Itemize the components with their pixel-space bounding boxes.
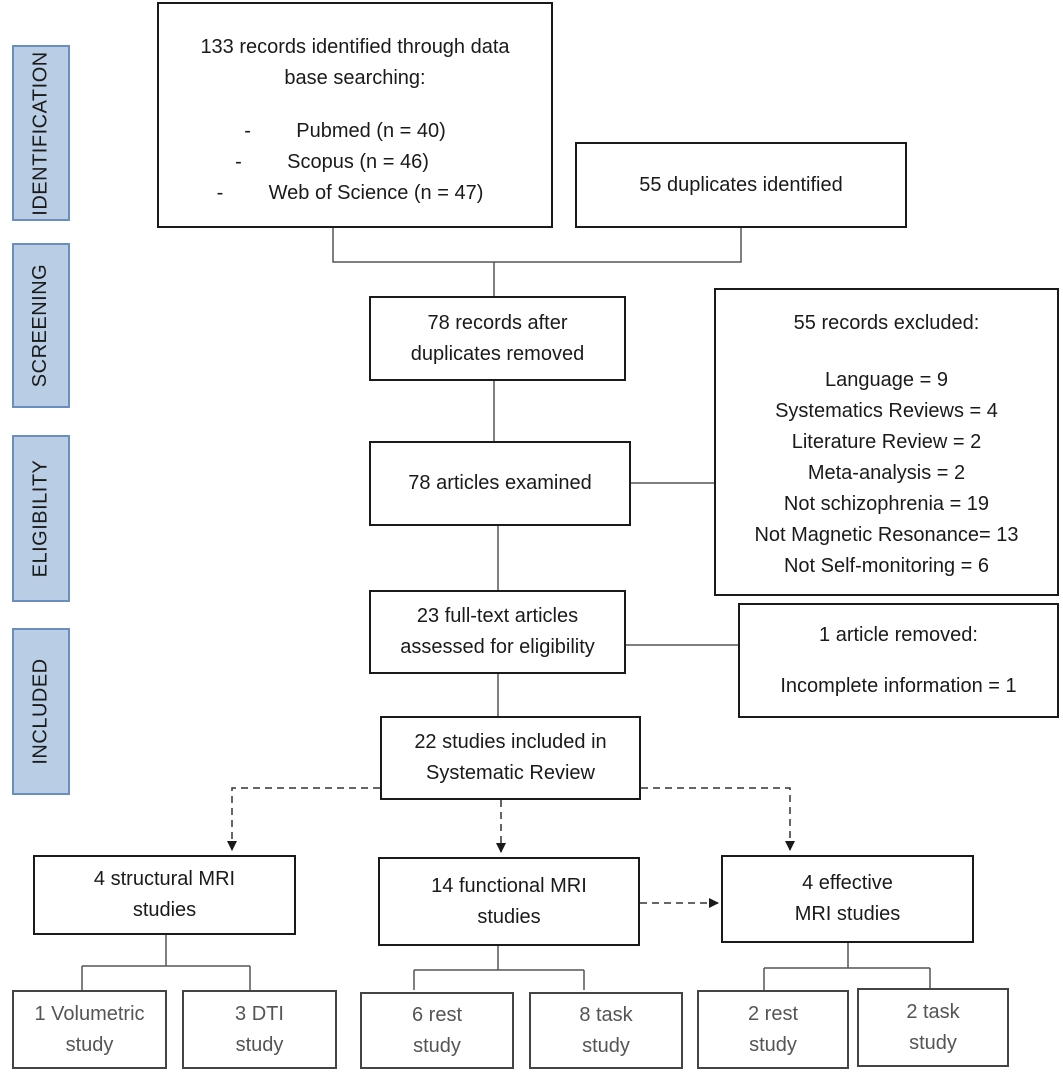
duplicates-box: 55 duplicates identified <box>575 142 907 228</box>
effective-task-study-text: 2 task <box>906 1000 960 1023</box>
dti-study-box: 3 DTI study <box>182 990 337 1069</box>
exclusion-reason: Not Self-monitoring = 6 <box>783 555 990 577</box>
connector-effective-branch <box>763 943 931 990</box>
excluded-box: 55 records excluded: Language = 9 System… <box>714 288 1059 596</box>
effective-mri-text: MRI studies <box>794 903 901 925</box>
functional-task-study-text: 8 task <box>579 1003 633 1026</box>
structural-mri-box: 4 structural MRI studies <box>33 855 296 935</box>
effective-rest-study-box: 2 rest study <box>697 990 849 1069</box>
phase-label: INCLUDED <box>29 658 52 765</box>
source-item: - Scopus (n = 46) <box>235 147 429 178</box>
after-duplicates-text: 78 records after <box>427 311 568 334</box>
connector-structural-branch <box>81 935 251 990</box>
phase-eligibility: ELIGIBILITY <box>12 435 70 602</box>
structural-mri-text: 4 structural MRI <box>93 868 236 890</box>
source-item: - Web of Science (n = 47) <box>217 178 484 209</box>
after-duplicates-box: 78 records after duplicates removed <box>369 296 626 381</box>
records-identified-text: 133 records identified through data <box>200 36 510 58</box>
articles-examined-text: 78 articles examined <box>408 472 592 494</box>
functional-mri-text: 14 functional MRI <box>431 874 587 897</box>
excluded-title: 55 records excluded: <box>793 312 980 334</box>
connector-functional-branch <box>413 946 585 990</box>
functional-mri-box: 14 functional MRI studies <box>378 857 640 946</box>
functional-task-study-box: 8 task study <box>529 992 683 1069</box>
structural-mri-text: studies <box>132 899 197 921</box>
exclusion-reason: Literature Review = 2 <box>791 431 982 453</box>
functional-mri-text: studies <box>477 905 541 928</box>
source-text: Pubmed (n = 40) <box>296 120 446 142</box>
volumetric-study-box: 1 Volumetric study <box>12 990 167 1069</box>
phase-label: SCREENING <box>29 263 52 388</box>
records-identified-text: base searching: <box>284 67 426 89</box>
removed-box: 1 article removed: Incomplete informatio… <box>738 603 1059 718</box>
effective-rest-study-text: study <box>749 1033 797 1056</box>
effective-mri-text: 4 effective <box>802 872 893 894</box>
volumetric-study-text: 1 Volumetric <box>34 1002 145 1025</box>
exclusion-reason: Meta-analysis = 2 <box>807 462 966 484</box>
fulltext-text: 23 full-text articles <box>416 605 579 627</box>
functional-rest-study-text: 6 rest <box>411 1003 463 1026</box>
phase-label: ELIGIBILITY <box>29 459 52 578</box>
source-text: Scopus (n = 46) <box>287 151 429 173</box>
effective-task-study-box: 2 task study <box>857 988 1009 1067</box>
functional-rest-study-text: study <box>413 1034 461 1057</box>
fulltext-text: assessed for eligibility <box>400 636 595 658</box>
source-item: - Pubmed (n = 40) <box>244 116 446 147</box>
phase-label: IDENTIFICATION <box>29 50 52 216</box>
included-text: Systematic Review <box>426 762 595 784</box>
after-duplicates-text: duplicates removed <box>410 342 585 365</box>
included-text: 22 studies included in <box>414 731 607 753</box>
exclusion-reason: Not schizophrenia = 19 <box>783 493 990 515</box>
effective-task-study-text: study <box>909 1031 957 1054</box>
included-box: 22 studies included in Systematic Review <box>380 716 641 800</box>
source-text: Web of Science (n = 47) <box>268 182 484 204</box>
duplicates-text: 55 duplicates identified <box>639 173 843 196</box>
effective-mri-box: 4 effective MRI studies <box>721 855 974 943</box>
articles-examined-box: 78 articles examined <box>369 441 631 526</box>
effective-rest-study-text: 2 rest <box>747 1002 799 1025</box>
dti-study-text: study <box>235 1033 284 1056</box>
fulltext-box: 23 full-text articles assessed for eligi… <box>369 590 626 674</box>
exclusion-reason: Systematics Reviews = 4 <box>775 400 998 422</box>
dti-study-text: 3 DTI <box>235 1002 284 1025</box>
functional-rest-study-box: 6 rest study <box>360 992 514 1069</box>
dashed-arrow-to-structural <box>227 787 380 851</box>
exclusion-reason: Language = 9 <box>825 369 948 391</box>
phase-screening: SCREENING <box>12 243 70 408</box>
phase-included: INCLUDED <box>12 628 70 795</box>
records-identified-box: 133 records identified through data base… <box>157 2 553 228</box>
dashed-arrow-to-effective <box>641 787 795 851</box>
phase-identification: IDENTIFICATION <box>12 45 70 221</box>
functional-task-study-text: study <box>582 1034 630 1057</box>
exclusion-reason: Not Magnetic Resonance= 13 <box>754 524 1019 546</box>
volumetric-study-text: study <box>65 1033 114 1056</box>
removed-title: 1 article removed: <box>819 623 978 646</box>
connector-identification-merge <box>332 228 742 263</box>
removed-reason: Incomplete information = 1 <box>780 674 1017 697</box>
